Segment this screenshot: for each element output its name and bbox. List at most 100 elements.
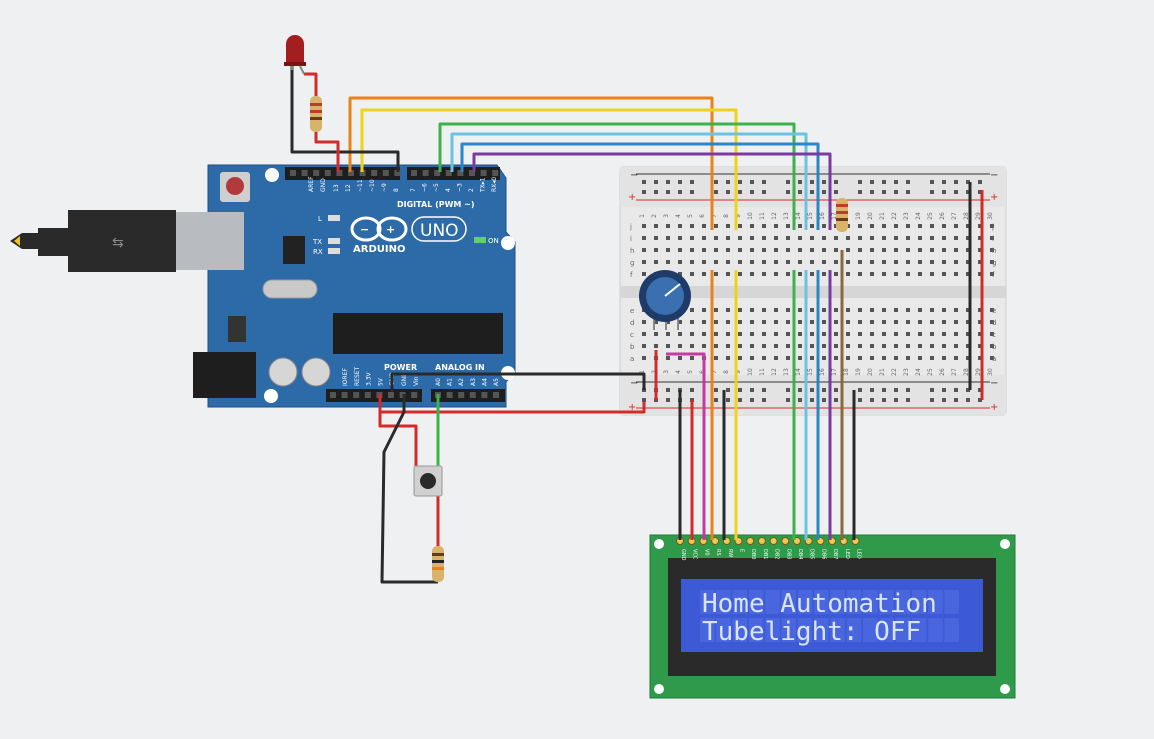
rail-hole[interactable] (678, 190, 682, 194)
rail-hole[interactable] (822, 190, 826, 194)
breadboard-hole[interactable] (954, 272, 958, 276)
rail-hole[interactable] (870, 388, 874, 392)
breadboard-hole[interactable] (930, 356, 934, 360)
breadboard-hole[interactable] (762, 356, 766, 360)
wire-orange-pin11[interactable] (348, 96, 714, 230)
breadboard-hole[interactable] (882, 260, 886, 264)
breadboard-hole[interactable] (918, 308, 922, 312)
breadboard-hole[interactable] (990, 272, 994, 276)
breadboard-hole[interactable] (894, 224, 898, 228)
breadboard-hole[interactable] (822, 272, 826, 276)
breadboard-hole[interactable] (942, 332, 946, 336)
breadboard-hole[interactable] (798, 320, 802, 324)
breadboard-hole[interactable] (942, 224, 946, 228)
rail-hole[interactable] (942, 398, 946, 402)
breadboard-hole[interactable] (810, 356, 814, 360)
breadboard-hole[interactable] (750, 248, 754, 252)
breadboard-hole[interactable] (918, 356, 922, 360)
rail-hole[interactable] (714, 398, 718, 402)
rail-hole[interactable] (894, 398, 898, 402)
header-pin[interactable] (301, 170, 308, 176)
breadboard-hole[interactable] (990, 344, 994, 348)
breadboard-hole[interactable] (906, 308, 910, 312)
breadboard-hole[interactable] (786, 260, 790, 264)
breadboard-hole[interactable] (966, 272, 970, 276)
breadboard-hole[interactable] (714, 248, 718, 252)
rail-hole[interactable] (762, 388, 766, 392)
rail-hole[interactable] (810, 190, 814, 194)
breadboard-hole[interactable] (906, 248, 910, 252)
lcd-pin[interactable] (746, 537, 755, 545)
breadboard-hole[interactable] (666, 356, 670, 360)
breadboard-hole[interactable] (954, 308, 958, 312)
breadboard-hole[interactable] (786, 332, 790, 336)
breadboard-hole[interactable] (930, 320, 934, 324)
breadboard-hole[interactable] (774, 224, 778, 228)
header-pin[interactable] (492, 170, 499, 176)
breadboard-hole[interactable] (858, 332, 862, 336)
rail-hole[interactable] (978, 180, 982, 184)
wire-black-gnd[interactable] (390, 372, 646, 392)
breadboard-hole[interactable] (858, 356, 862, 360)
lcd-pin[interactable] (781, 537, 790, 545)
breadboard-hole[interactable] (834, 308, 838, 312)
header-pin[interactable] (481, 392, 488, 398)
breadboard-hole[interactable] (858, 248, 862, 252)
breadboard-hole[interactable] (738, 248, 742, 252)
header-pin[interactable] (313, 170, 320, 176)
header-pin[interactable] (388, 392, 394, 398)
rail-hole[interactable] (738, 398, 742, 402)
resistor-led[interactable] (310, 96, 322, 132)
breadboard-hole[interactable] (654, 224, 658, 228)
breadboard-hole[interactable] (990, 224, 994, 228)
header-pin[interactable] (359, 170, 366, 176)
potentiometer[interactable] (639, 270, 691, 330)
rail-hole[interactable] (726, 398, 730, 402)
breadboard-hole[interactable] (750, 308, 754, 312)
reset-button-cap[interactable] (226, 177, 244, 195)
rail-hole[interactable] (750, 180, 754, 184)
rail-hole[interactable] (738, 190, 742, 194)
breadboard-hole[interactable] (894, 332, 898, 336)
breadboard-hole[interactable] (774, 248, 778, 252)
rail-hole[interactable] (870, 190, 874, 194)
breadboard-hole[interactable] (894, 248, 898, 252)
breadboard-hole[interactable] (978, 236, 982, 240)
header-pin[interactable] (290, 170, 296, 176)
breadboard-hole[interactable] (678, 356, 682, 360)
breadboard-hole[interactable] (870, 236, 874, 240)
breadboard-hole[interactable] (726, 332, 730, 336)
rail-hole[interactable] (786, 388, 790, 392)
breadboard-hole[interactable] (822, 332, 826, 336)
breadboard-hole[interactable] (810, 332, 814, 336)
breadboard-hole[interactable] (966, 260, 970, 264)
breadboard-hole[interactable] (714, 308, 718, 312)
breadboard-hole[interactable] (774, 332, 778, 336)
breadboard-hole[interactable] (690, 356, 694, 360)
rail-hole[interactable] (894, 190, 898, 194)
breadboard-hole[interactable] (810, 224, 814, 228)
breadboard-hole[interactable] (990, 248, 994, 252)
breadboard-hole[interactable] (954, 260, 958, 264)
rail-hole[interactable] (798, 180, 802, 184)
rail-hole[interactable] (894, 388, 898, 392)
breadboard-hole[interactable] (678, 332, 682, 336)
breadboard-hole[interactable] (738, 224, 742, 228)
wire-black-led-gnd[interactable] (290, 64, 400, 172)
rail-hole[interactable] (942, 180, 946, 184)
breadboard-hole[interactable] (714, 224, 718, 228)
rail-hole[interactable] (930, 190, 934, 194)
breadboard-hole[interactable] (870, 248, 874, 252)
breadboard-hole[interactable] (798, 248, 802, 252)
breadboard-hole[interactable] (918, 224, 922, 228)
breadboard-hole[interactable] (654, 344, 658, 348)
breadboard[interactable]: 1122334455667788991010111112121313141415… (619, 166, 1007, 416)
rail-hole[interactable] (786, 398, 790, 402)
breadboard-hole[interactable] (666, 236, 670, 240)
breadboard-hole[interactable] (834, 320, 838, 324)
breadboard-hole[interactable] (666, 332, 670, 336)
breadboard-hole[interactable] (990, 260, 994, 264)
header-pin[interactable] (469, 392, 476, 398)
header-pin[interactable] (336, 170, 343, 176)
breadboard-hole[interactable] (930, 236, 934, 240)
